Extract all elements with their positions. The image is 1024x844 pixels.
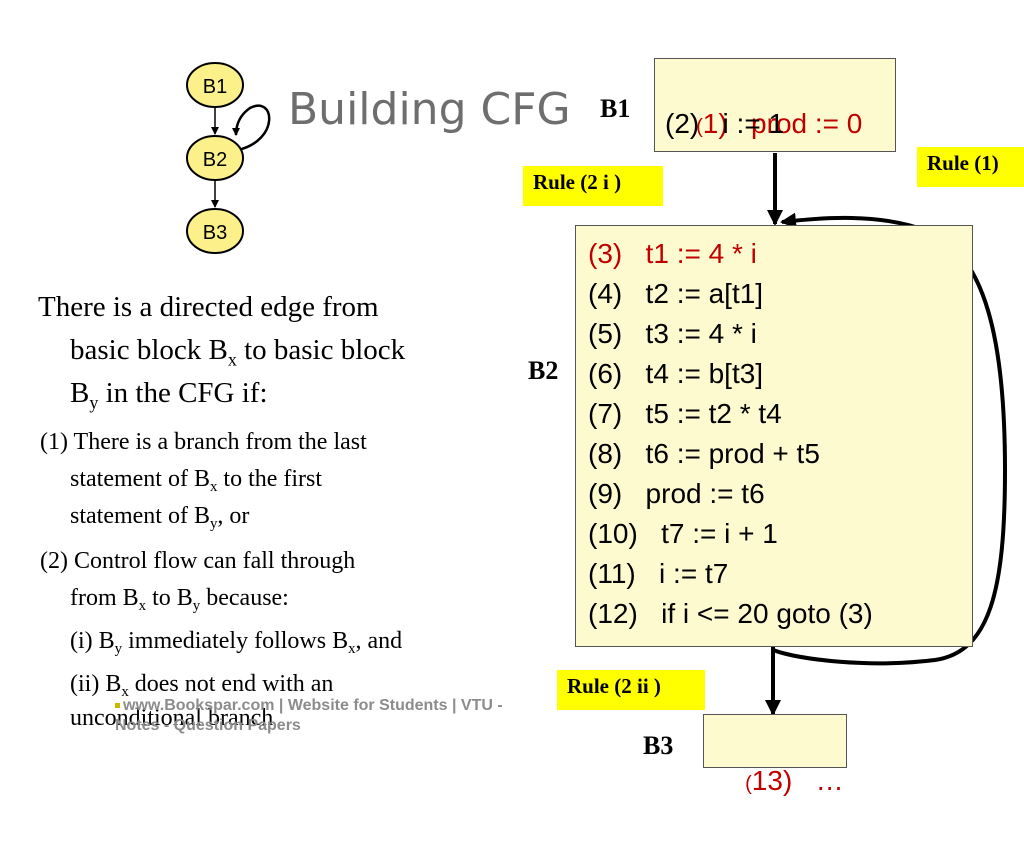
condition-2-line-1: (2) Control flow can fall through [40, 548, 356, 574]
b1-line-1-code: prod := 0 [751, 108, 863, 139]
b2-line-3: (3) t1 := 4 * i [588, 238, 757, 269]
b2-line-9: (9) prod := t6 [588, 478, 765, 509]
condition-2-sub-ii: (ii) Bx does not end with an [70, 671, 334, 701]
b2-line-7: (7) t5 := t2 * t4 [588, 398, 782, 429]
mini-self-loop-b2 [232, 104, 271, 152]
b2-line-12: (12) if i <= 20 goto (3) [588, 598, 873, 629]
condition-2: (2) Control flow can fall through from B… [40, 543, 520, 733]
b2-line-8: (8) t6 := prod + t5 [588, 438, 820, 469]
footer-bullet-icon [115, 703, 120, 709]
b1-line-1-num: 1) [702, 108, 728, 139]
b1-line-1: (1) prod := 0 [696, 108, 863, 139]
intro-line-1: There is a directed edge from [38, 291, 379, 323]
intro-line-2: basic block Bx to basic block [70, 334, 406, 370]
rule-2ii-label: Rule (2 ii ) [557, 670, 705, 710]
slide-title: Building CFG [288, 84, 571, 135]
edge-b2-loop-back [772, 212, 1008, 666]
mini-node-b2 [186, 135, 244, 181]
b2-line-5: (5) t3 := 4 * i [588, 318, 757, 349]
b2-line-4: (4) t2 := a[t1] [588, 278, 764, 309]
footer-credit: www.Bookspar.com | Website for Students … [115, 696, 525, 736]
label-b2: B2 [528, 356, 559, 385]
block-b2: (3) t1 := 4 * i (4) t2 := a[t1] (5) t3 :… [575, 225, 973, 647]
b2-line-10: (10) t7 := i + 1 [588, 518, 778, 549]
rule-2i-label: Rule (2 i ) [523, 166, 663, 206]
label-b3: B3 [643, 731, 674, 760]
mini-cfg-diagram: B1 B2 B3 [186, 62, 1008, 716]
rule-1-label: Rule (1) [917, 147, 1024, 187]
footer-credit-text: www.Bookspar.com | Website for Students … [115, 697, 503, 734]
condition-2-sub-ii-line-2: unconditional branch [70, 705, 274, 731]
intro-line-3: By in the CFG if: [70, 377, 268, 413]
block-b1: (1) prod := 0 (2) i := 1 [654, 58, 896, 152]
condition-2-sub-i: (i) By immediately follows Bx, and [70, 628, 403, 658]
b2-line-6: (6) t4 := b[t3] [588, 358, 764, 389]
b3-line-13: (13) … [745, 765, 844, 796]
b1-line-2: (2) i := 1 [665, 108, 785, 139]
block-b3: (13) … [703, 714, 847, 796]
condition-2-line-2: from Bx to By because: [70, 585, 289, 615]
condition-1-line-1: (1) There is a branch from the last [40, 429, 367, 455]
condition-1-line-3: statement of By, or [70, 503, 250, 533]
b3-line-13-num: 13) [751, 765, 793, 796]
mini-node-b3 [186, 208, 244, 254]
label-b1: B1 [600, 94, 631, 123]
condition-1: (1) There is a branch from the last stat… [40, 424, 510, 535]
mini-node-b1 [186, 62, 244, 108]
condition-1-line-2: statement of Bx to the first [70, 466, 323, 496]
mini-node-b3-label: B3 [203, 222, 227, 244]
b2-line-11: (11) i := t7 [588, 558, 729, 589]
mini-node-b1-label: B1 [203, 76, 227, 98]
intro-paragraph: There is a directed edge from basic bloc… [38, 286, 508, 415]
b3-line-13-rest: … [792, 765, 844, 796]
mini-node-b2-label: B2 [203, 149, 227, 171]
